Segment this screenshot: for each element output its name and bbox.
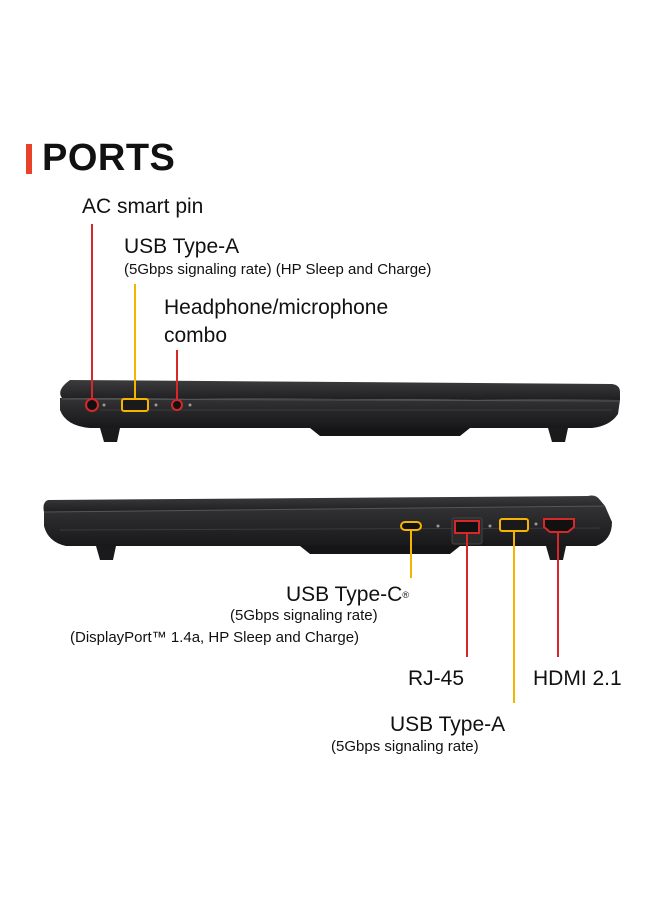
headphone-jack-icon (171, 399, 183, 411)
usb-type-a-right-label: USB Type-A (390, 713, 506, 736)
hdmi-label: HDMI 2.1 (533, 667, 622, 690)
page-title: PORTS (42, 137, 176, 179)
rj45-label: RJ-45 (408, 667, 465, 690)
headphone-label-line2: combo (164, 324, 228, 347)
headphone-label-line1: Headphone/microphone (164, 296, 389, 319)
usb-a-leader-line (134, 284, 136, 399)
usb-type-a-detail: (5Gbps signaling rate) (HP Sleep and Cha… (124, 261, 432, 278)
rj45-leader-line (466, 533, 468, 657)
laptop-right-side (43, 495, 612, 560)
usb-type-a-right-detail: (5Gbps signaling rate) (331, 738, 479, 755)
usb-a-right-leader-line (513, 531, 515, 703)
usb-type-a-label: USB Type-A (124, 235, 240, 258)
usb-c-leader-line (410, 531, 412, 578)
usb-c-port-icon (400, 521, 422, 531)
usb-a-port-right-icon (499, 518, 529, 532)
hdmi-port-icon (543, 518, 575, 533)
usb-type-c-detail-line1: (5Gbps signaling rate) (230, 607, 378, 624)
laptop-left-side (60, 380, 621, 442)
usb-type-c-label: USB Type-C® (286, 583, 409, 606)
ac-smart-pin-label: AC smart pin (82, 195, 204, 218)
title-accent-bar (26, 144, 32, 174)
usb-c-registered-mark: ® (402, 590, 409, 600)
ac-pin-leader-line (91, 224, 93, 400)
usb-type-c-detail-line2: (DisplayPort™ 1.4a, HP Sleep and Charge) (70, 629, 360, 646)
ac-pin-port-icon (85, 398, 99, 412)
headphone-leader-line (176, 350, 178, 400)
hdmi-leader-line (557, 532, 559, 657)
usb-a-port-icon (121, 398, 149, 412)
